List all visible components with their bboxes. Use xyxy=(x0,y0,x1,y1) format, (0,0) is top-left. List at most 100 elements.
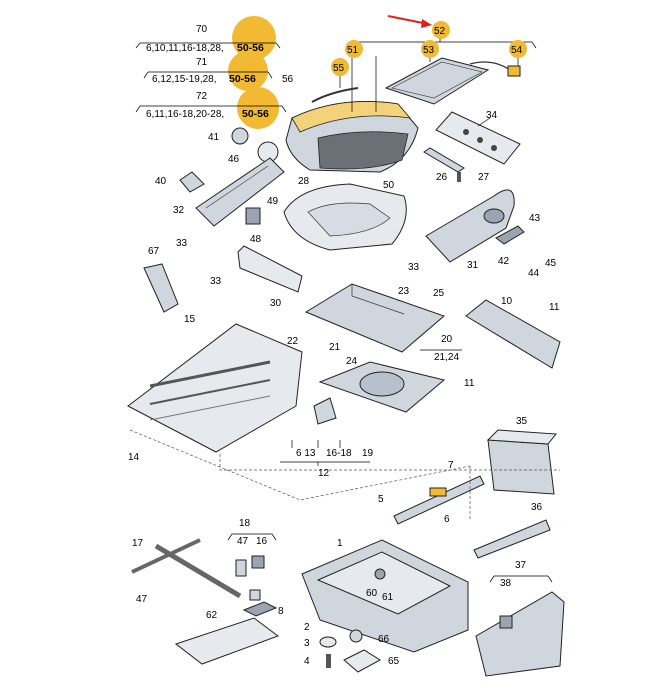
group-70-highlight: 50-56 xyxy=(237,42,264,54)
bolt-4 xyxy=(326,654,331,668)
highlight-54 xyxy=(509,40,527,58)
clip-3 xyxy=(249,589,261,601)
callout-56[interactable]: 56 xyxy=(282,74,294,85)
callout-23[interactable]: 23 xyxy=(398,286,410,297)
callout-11a[interactable]: 11 xyxy=(549,302,560,313)
callout-1[interactable]: 1 xyxy=(337,538,343,549)
nut-61 xyxy=(374,568,386,580)
callout-17[interactable]: 17 xyxy=(132,538,144,549)
tray-62 xyxy=(174,617,280,665)
callout-52[interactable]: 52 xyxy=(434,26,446,37)
group-70-number: 70 xyxy=(196,24,208,35)
callout-50[interactable]: 50 xyxy=(383,180,395,191)
callout-6-13[interactable]: 6 13 xyxy=(296,448,316,459)
rail-cover-36 xyxy=(473,519,551,559)
callout-7[interactable]: 7 xyxy=(448,460,454,471)
callout-45[interactable]: 45 xyxy=(545,258,557,269)
group-72-highlight: 50-56 xyxy=(242,108,269,120)
callout-3[interactable]: 3 xyxy=(304,638,310,649)
callout-33b[interactable]: 33 xyxy=(408,262,420,273)
callout-42[interactable]: 42 xyxy=(498,256,510,267)
callout-31[interactable]: 31 xyxy=(467,260,479,271)
seat-side-bracket xyxy=(435,111,521,165)
callout-15[interactable]: 15 xyxy=(184,314,196,325)
callout-47a[interactable]: 47 xyxy=(237,536,249,547)
side-trim-31 xyxy=(425,189,515,263)
callout-62[interactable]: 62 xyxy=(206,610,218,621)
callout-60[interactable]: 60 xyxy=(366,588,378,599)
bar-assembly-47 xyxy=(131,538,247,599)
handle-42 xyxy=(495,225,525,245)
callout-30[interactable]: 30 xyxy=(270,298,282,309)
callout-21-24[interactable]: 21,24 xyxy=(434,352,459,363)
callout-44[interactable]: 44 xyxy=(528,268,540,279)
clip-38 xyxy=(499,615,513,629)
highlight-55 xyxy=(331,58,349,76)
group-72-parts: 6,11,16-18,20-28, xyxy=(146,109,224,120)
callout-49[interactable]: 49 xyxy=(267,196,279,207)
callout-22[interactable]: 22 xyxy=(287,336,299,347)
seat-frame xyxy=(127,323,303,453)
callout-16[interactable]: 16 xyxy=(256,536,268,547)
callout-32[interactable]: 32 xyxy=(173,205,185,216)
callout-12[interactable]: 12 xyxy=(318,468,330,479)
callout-66[interactable]: 66 xyxy=(378,634,390,645)
seat-heating-element xyxy=(384,57,521,105)
callout-48[interactable]: 48 xyxy=(250,234,262,245)
callout-40[interactable]: 40 xyxy=(155,176,167,187)
callout-19[interactable]: 19 xyxy=(362,448,374,459)
callout-28[interactable]: 28 xyxy=(298,176,310,187)
screw-27-icon xyxy=(457,172,461,182)
callout-21[interactable]: 21 xyxy=(329,342,341,353)
callout-8[interactable]: 8 xyxy=(278,606,284,617)
callout-16-18[interactable]: 16-18 xyxy=(326,448,352,459)
callout-10[interactable]: 10 xyxy=(501,296,513,307)
callout-26[interactable]: 26 xyxy=(436,172,448,183)
callout-34[interactable]: 34 xyxy=(486,110,498,121)
callout-51[interactable]: 51 xyxy=(347,45,359,56)
callout-24[interactable]: 24 xyxy=(346,356,358,367)
washer-3 xyxy=(319,636,337,648)
group-71-number: 71 xyxy=(196,57,208,68)
callout-53[interactable]: 53 xyxy=(423,45,435,56)
callout-4[interactable]: 4 xyxy=(304,656,310,667)
group-70-parts: 6,10,11,16-18,28, xyxy=(146,43,224,54)
callout-14[interactable]: 14 xyxy=(128,452,140,463)
rail-10 xyxy=(465,299,561,369)
callout-46[interactable]: 46 xyxy=(228,154,240,165)
seat-base-plate xyxy=(318,361,446,413)
callout-5[interactable]: 5 xyxy=(378,494,384,505)
callout-20[interactable]: 20 xyxy=(441,334,453,345)
seat-base-tub-1 xyxy=(301,539,469,653)
callout-67[interactable]: 67 xyxy=(148,246,160,257)
callout-11b[interactable]: 11 xyxy=(464,378,475,389)
callout-25[interactable]: 25 xyxy=(433,288,445,299)
callout-41[interactable]: 41 xyxy=(208,132,220,143)
callout-38[interactable]: 38 xyxy=(500,578,512,589)
callout-33c[interactable]: 33 xyxy=(210,276,222,287)
callout-55[interactable]: 55 xyxy=(333,63,345,74)
callout-33a[interactable]: 33 xyxy=(176,238,188,249)
pad-65 xyxy=(343,649,381,673)
callout-43[interactable]: 43 xyxy=(529,213,541,224)
group-71-parts: 6,12,15-19,28, xyxy=(152,74,217,85)
red-arrow-icon xyxy=(387,15,432,28)
motor-48 xyxy=(245,207,261,225)
callout-6b[interactable]: 6 xyxy=(444,514,450,525)
callout-61[interactable]: 61 xyxy=(382,592,394,603)
callout-2[interactable]: 2 xyxy=(304,622,310,633)
seat-cushion-cover xyxy=(285,100,419,173)
callout-35[interactable]: 35 xyxy=(516,416,528,427)
group-70-header: 70 6,10,11,16-18,28, 50-56 xyxy=(135,16,281,60)
callout-65[interactable]: 65 xyxy=(388,656,400,667)
callout-47b[interactable]: 47 xyxy=(136,594,148,605)
callout-37[interactable]: 37 xyxy=(515,560,527,571)
panel-30 xyxy=(237,245,303,293)
slider-rail-6 xyxy=(393,475,485,525)
callout-36[interactable]: 36 xyxy=(531,502,543,513)
callout-54[interactable]: 54 xyxy=(511,45,523,56)
knob-41 xyxy=(231,127,249,145)
callout-27[interactable]: 27 xyxy=(478,172,490,183)
side-panel-32 xyxy=(195,157,285,227)
callout-18[interactable]: 18 xyxy=(239,518,251,529)
